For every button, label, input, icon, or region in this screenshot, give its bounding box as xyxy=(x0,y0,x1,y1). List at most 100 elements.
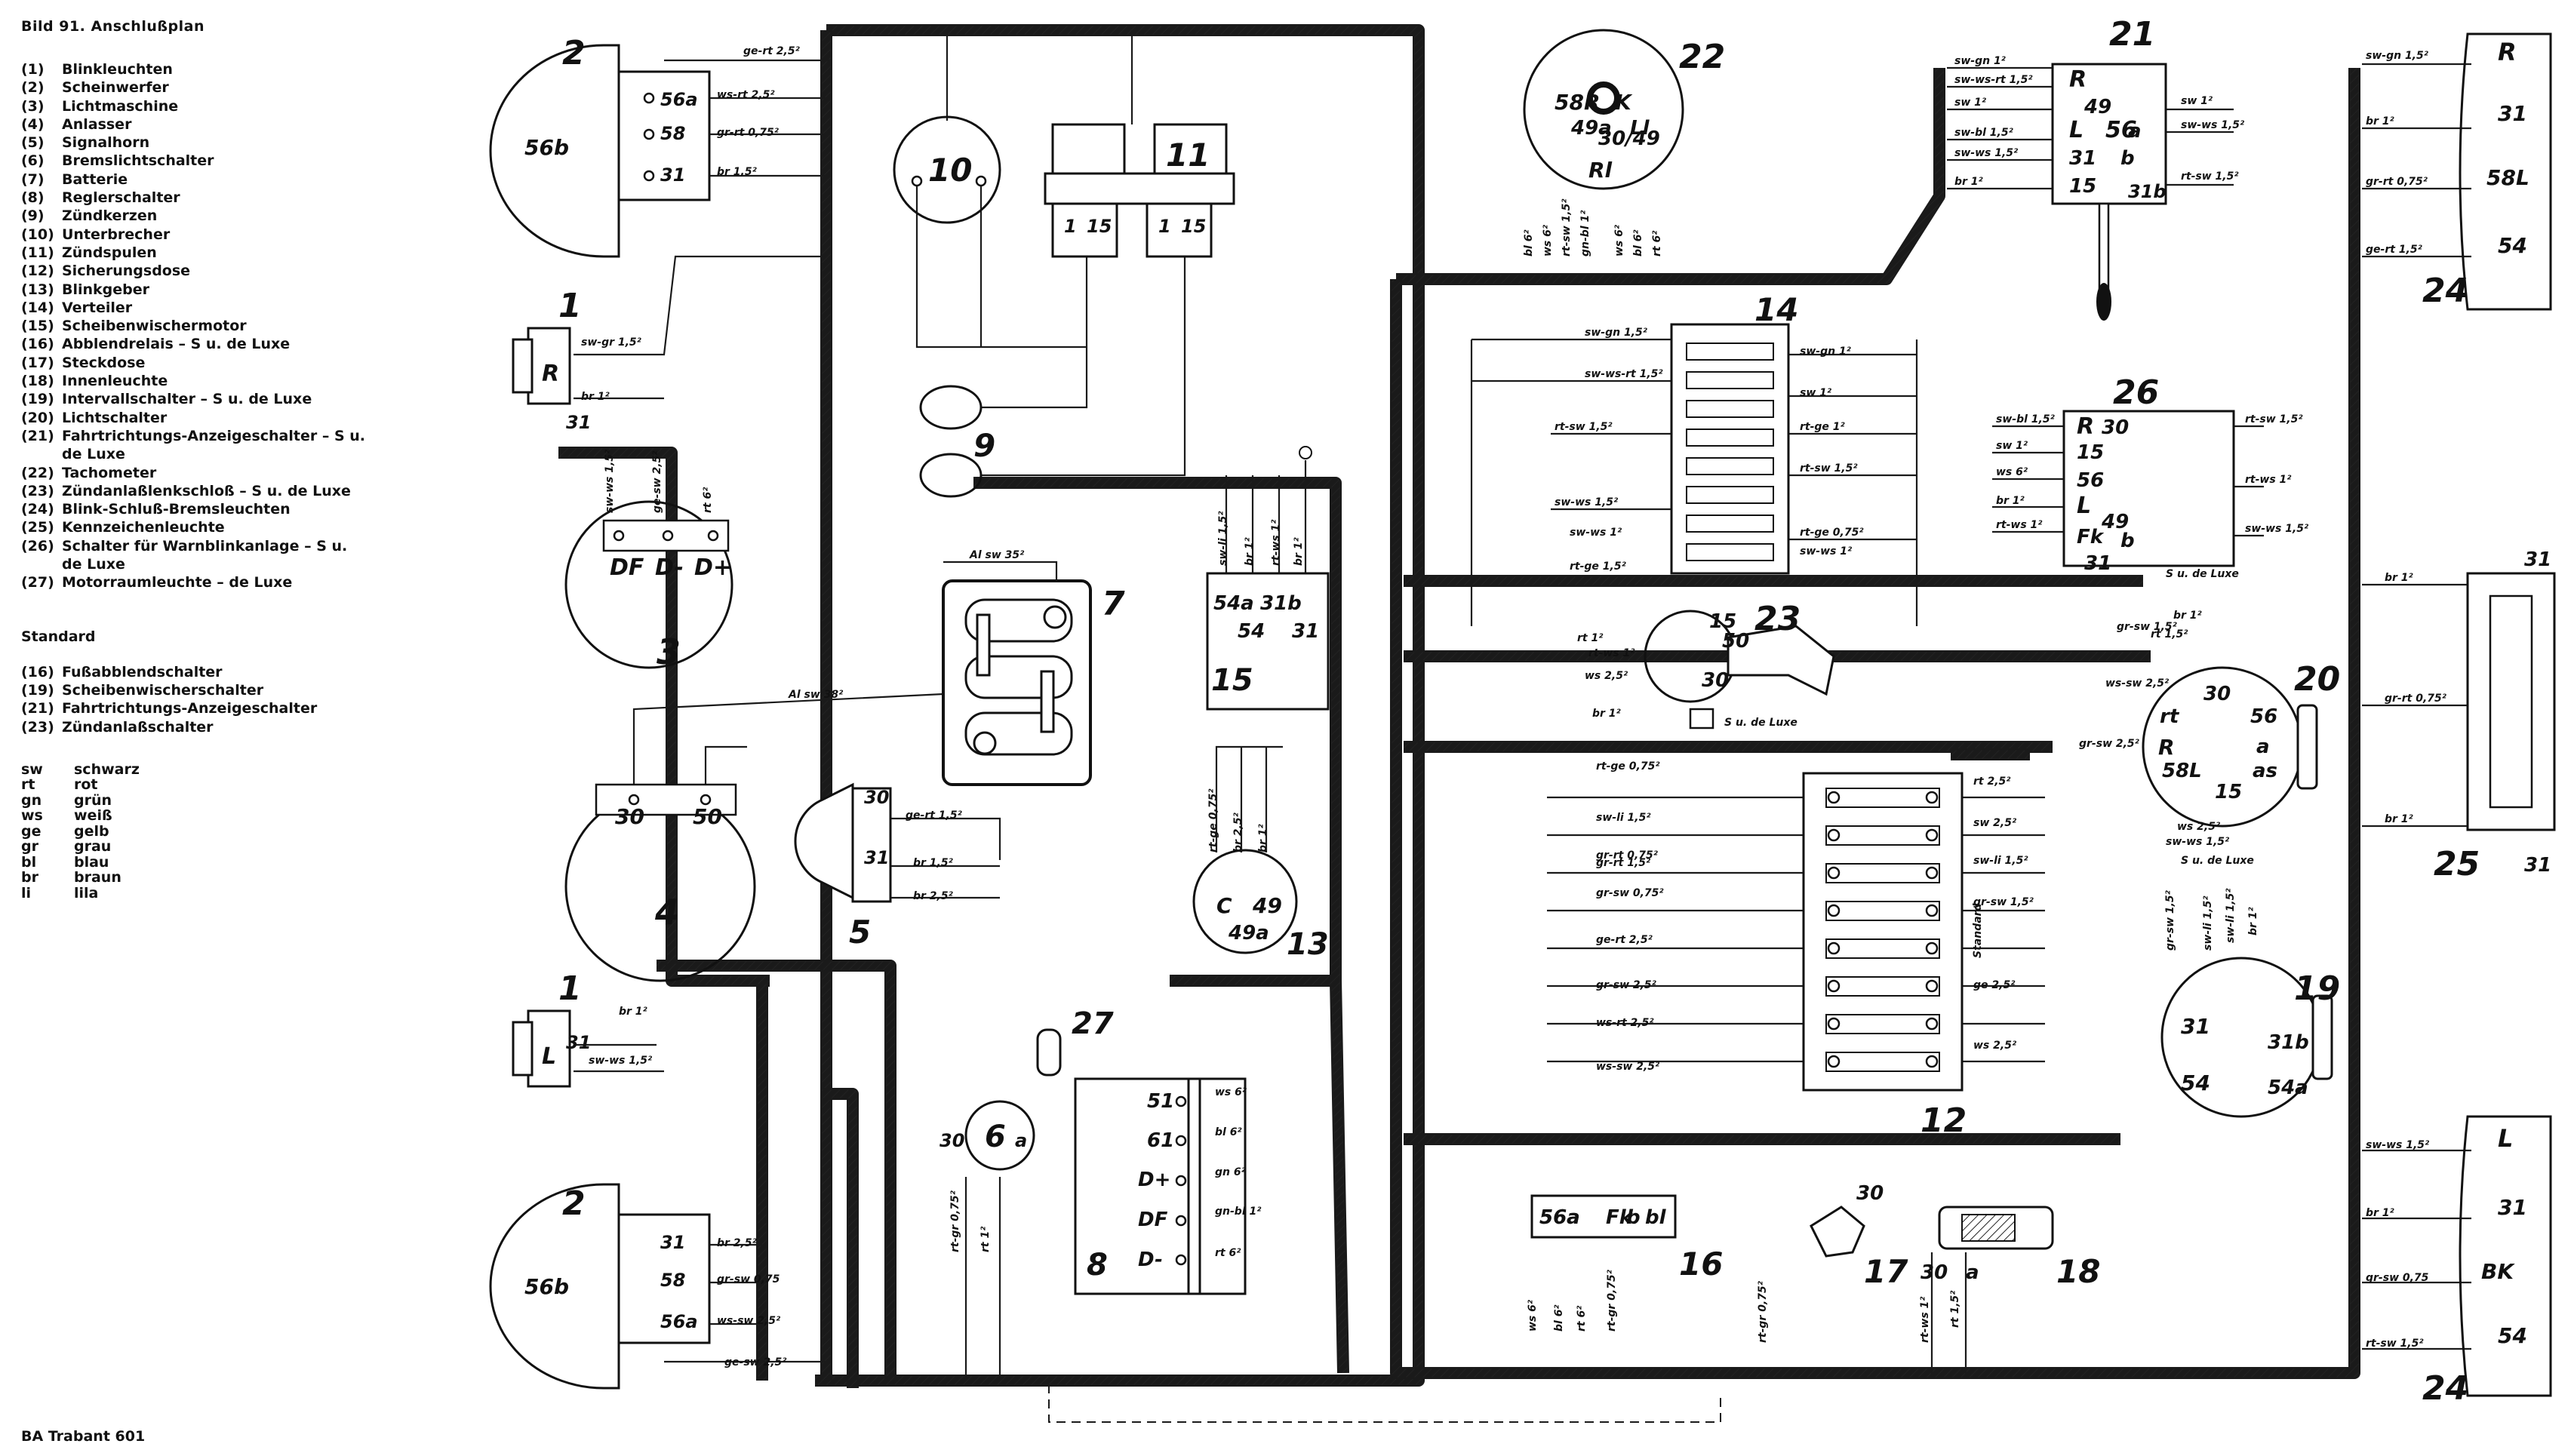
wire-label: sw-li 1,5² xyxy=(1596,812,1651,824)
wire-label: bl 6² xyxy=(1632,229,1644,256)
wire-label: gr-rt 0,75² xyxy=(1596,849,1659,862)
wire-label: br 1² xyxy=(581,391,610,403)
wire-label: ge-rt 2,5² xyxy=(743,45,801,57)
wire-label: ge-sw 2,5² xyxy=(724,1356,787,1368)
wire-label: sw 1² xyxy=(1954,97,1987,109)
component-number: 8 xyxy=(1087,1248,1108,1282)
legend-item: (6)Bremslichtschalter xyxy=(21,152,474,170)
legend-number: (6) xyxy=(21,152,45,170)
legend-text: Innenleuchte xyxy=(62,373,168,390)
wire-label: sw-li 1,5² xyxy=(1973,855,2028,867)
legend-number: (5) xyxy=(21,134,45,152)
terminal-label: 49 xyxy=(1252,893,1282,918)
terminal-label: 54 xyxy=(2181,1070,2210,1095)
component-number: 15 xyxy=(1211,663,1253,698)
distributor-slot xyxy=(1686,486,1774,504)
terminal-label: R xyxy=(2077,413,2094,440)
legend-text: Kennzeichenleuchte xyxy=(62,519,225,536)
wire-label: S u. de Luxe xyxy=(2166,568,2239,580)
harness-fill xyxy=(558,448,770,985)
terminal-dot xyxy=(1925,1055,1939,1068)
spark-plug xyxy=(919,385,983,430)
legend-number: (19) xyxy=(21,681,54,699)
turn-switch xyxy=(2051,63,2167,205)
wire-label: ge-rt 1,5² xyxy=(906,809,963,822)
legend-number: (7) xyxy=(21,170,45,188)
terminal-label: a xyxy=(1015,1130,1027,1151)
terminal-label: 15 xyxy=(2077,441,2104,464)
terminal-dot xyxy=(1925,828,1939,842)
legend-item: (16)Fußabblendschalter xyxy=(21,663,474,681)
legend-item: (3)Lichtmaschine xyxy=(21,97,474,115)
legend-item: (12)Sicherungsdose xyxy=(21,262,474,280)
terminal-dot xyxy=(1925,979,1939,993)
wire-label: sw-ws 1,5² xyxy=(2166,836,2230,848)
legend-panel: Bild 91. Anschlußplan (1)Blinkleuchten(2… xyxy=(21,18,474,901)
legend-number: (10) xyxy=(21,226,54,243)
legend-text: Reglerschalter xyxy=(62,189,180,207)
legend-number: (8) xyxy=(21,189,45,207)
wire-label: rt-ge 0,75² xyxy=(1207,788,1219,852)
wire-label: sw-ws 1,5² xyxy=(1954,147,2019,159)
legend-item: (17)Steckdose xyxy=(21,354,474,372)
turn-lever xyxy=(2098,202,2110,292)
turn-lever-knob xyxy=(2096,283,2111,321)
color-name: rot xyxy=(74,776,98,794)
distributor-slot xyxy=(1686,342,1774,361)
wire-label: bl 6² xyxy=(1553,1304,1565,1332)
terminal-label: 58 xyxy=(660,123,685,144)
terminal-dot xyxy=(1827,979,1841,993)
legend-number: (3) xyxy=(21,97,45,115)
wire-label: sw 1² xyxy=(2181,95,2213,107)
legend-item: (1)Blinkleuchten xyxy=(21,60,474,78)
legend-number: (11) xyxy=(21,244,54,261)
horn-body xyxy=(794,782,854,900)
terminal-label: Ll xyxy=(1630,117,1650,140)
terminal-label: D+ xyxy=(1138,1169,1170,1191)
terminal-dot xyxy=(1827,904,1841,917)
terminal-label: 31b xyxy=(1260,592,1302,615)
wire-label: sw-ws 1² xyxy=(1570,527,1622,539)
wire-label: br 1² xyxy=(1592,708,1622,720)
wire-label: br 1² xyxy=(2247,906,2259,935)
color-abbr: rt xyxy=(21,776,35,794)
terminal-label: 30 xyxy=(1921,1261,1948,1284)
terminal-label: 15 xyxy=(2069,175,2096,198)
rear-lamp xyxy=(2459,32,2552,311)
wire-label: rt-ws 1² xyxy=(2245,474,2292,486)
battery-pole xyxy=(973,731,997,755)
terminal-label: L xyxy=(2069,117,2083,143)
wire-label: rt 2,5² xyxy=(1973,776,2011,788)
terminal-label: 15 xyxy=(1087,216,1112,237)
terminal-label: BK xyxy=(2481,1259,2515,1284)
wire-label: gr-sw 0,75² xyxy=(1596,887,1664,899)
terminal-label: R xyxy=(2498,38,2517,66)
wire-label: rt-ge 1,5² xyxy=(1570,561,1627,573)
legend-number: (22) xyxy=(21,464,54,481)
terminal-label: 31 xyxy=(2524,548,2551,571)
legend-item: (8) Reglerschalter xyxy=(21,189,474,207)
terminal-label: 31 xyxy=(2498,101,2527,126)
legend-item: (23)Zündanlaßlenkschloß – S u. de Luxe xyxy=(21,482,474,500)
terminal-label: as xyxy=(2253,760,2277,782)
wire-label: ws 6² xyxy=(1996,466,2028,478)
wire-label: ws-rt 2,5² xyxy=(717,89,775,101)
wire-label: gn 6² xyxy=(1215,1166,1247,1178)
standard-legend-list: (16)Fußabblendschalter(19)Scheibenwische… xyxy=(21,663,474,736)
terminal-label: 54 xyxy=(1238,620,1265,643)
legend-text: Signalhorn xyxy=(62,134,150,152)
color-abbr: bl xyxy=(21,853,37,871)
terminal-dot xyxy=(1925,1017,1939,1031)
wire-label: sw-li 1,5² xyxy=(1217,511,1229,566)
legend-item: (4)Anlasser xyxy=(21,115,474,134)
legend-item: (11)Zündspulen xyxy=(21,244,474,262)
legend-text: Blinkleuchten xyxy=(62,61,173,78)
terminal-label: 30 xyxy=(864,787,889,808)
terminal-label: bl xyxy=(1645,1206,1667,1229)
wire-label: sw-ws 1,5² xyxy=(1555,496,1619,508)
battery-cell xyxy=(964,598,1073,643)
